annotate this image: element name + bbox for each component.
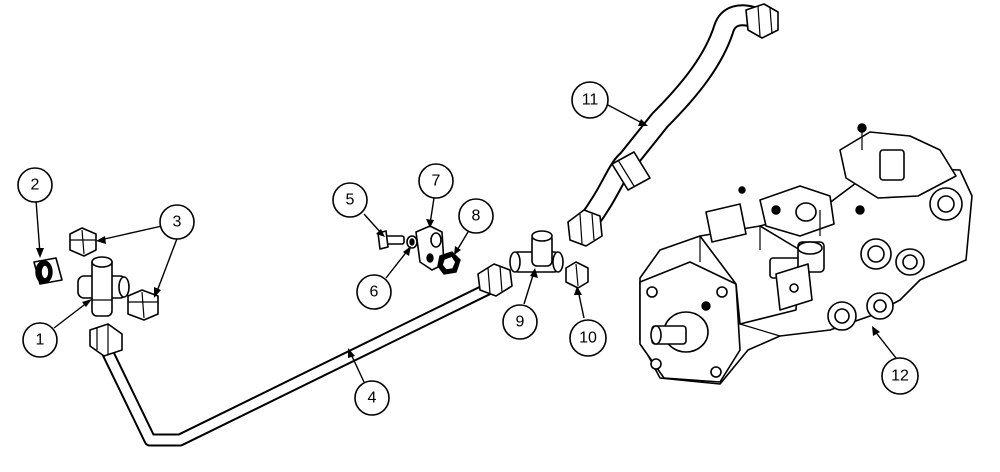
- cap-part-2: [33, 257, 63, 285]
- callout-1-label: 1: [36, 332, 45, 349]
- callout-4: 4: [354, 380, 390, 416]
- callout-10-label: 10: [579, 330, 597, 347]
- callout-10: 10: [569, 319, 607, 357]
- nut-part-8: [437, 251, 461, 275]
- tube-nut-right: [477, 263, 513, 297]
- callout-2-label: 2: [31, 177, 40, 194]
- callout-2: 2: [17, 167, 53, 203]
- callout-11: 11: [571, 81, 609, 119]
- callout-7: 7: [418, 163, 454, 199]
- callout-12: 12: [881, 357, 919, 395]
- callout-9-label: 9: [516, 314, 525, 331]
- clamp-part-7: [415, 225, 445, 271]
- callout-5: 5: [332, 182, 368, 218]
- callout-6-label: 6: [370, 284, 379, 301]
- tee-fitting-part-9: [509, 230, 564, 273]
- tube-nut-left: [89, 323, 123, 357]
- callout-4-label: 4: [368, 390, 377, 407]
- cap-part-10: [565, 261, 589, 289]
- callout-3-label: 3: [173, 214, 182, 231]
- callout-1: 1: [22, 322, 58, 358]
- pump-shaft: [650, 311, 709, 353]
- callout-5-label: 5: [346, 192, 355, 209]
- leader-lines: [35, 103, 897, 383]
- hose-nut-upper: [745, 3, 779, 39]
- pump-assembly-part-12: [639, 123, 973, 385]
- callout-12-label: 12: [891, 368, 909, 385]
- callout-11-label: 11: [582, 92, 599, 109]
- hose-part-11: [567, 3, 779, 247]
- callout-8-label: 8: [472, 208, 481, 225]
- callout-7-label: 7: [432, 173, 441, 190]
- plug-part-3-upper: [69, 227, 97, 257]
- cross-fitting-part-1: [77, 256, 130, 317]
- hose-nut-lower: [567, 209, 603, 247]
- callout-9: 9: [502, 304, 538, 340]
- callout-6: 6: [356, 274, 392, 310]
- callout-3: 3: [159, 204, 195, 240]
- callout-8: 8: [458, 198, 494, 234]
- tube-assembly-part-4: [89, 263, 513, 447]
- washer-part-6: [406, 235, 418, 249]
- plug-part-3-lower: [127, 289, 159, 321]
